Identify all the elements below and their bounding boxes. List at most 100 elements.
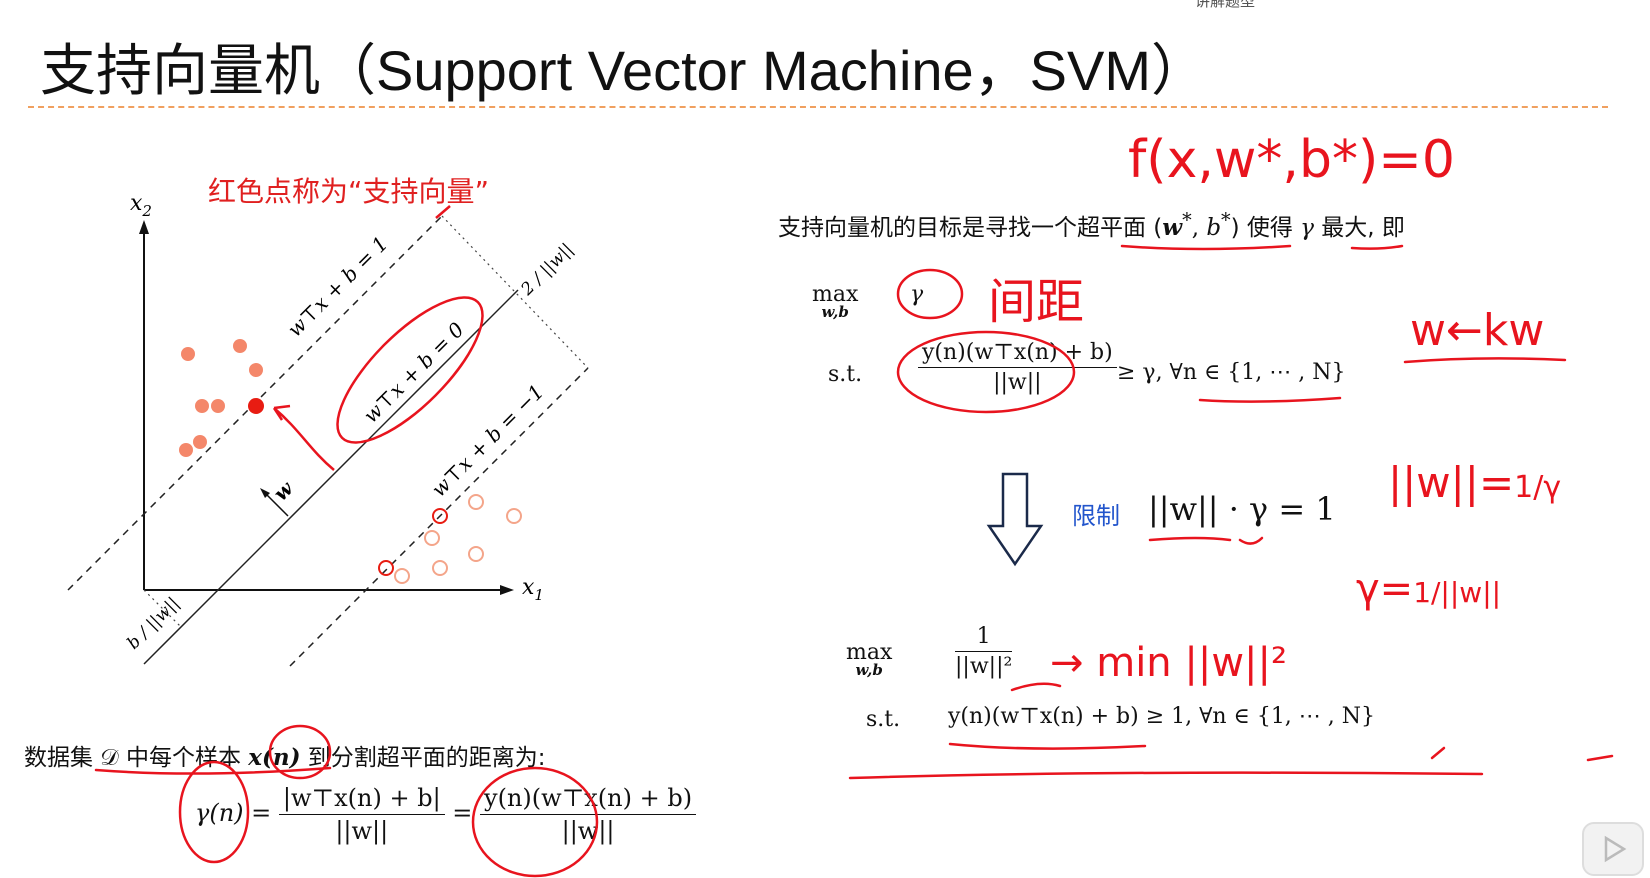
handwritten-gamma-lhs: γ= (1356, 566, 1414, 612)
y-axis-arrow (139, 220, 149, 234)
max-label: max (812, 282, 859, 307)
play-button[interactable] (1582, 822, 1644, 876)
frac-a-numerator: |w⊤x(n) + b| (278, 784, 445, 815)
constraint-1-numerator: y(n)(w⊤x(n) + b) (918, 340, 1117, 368)
margin-line-minus (289, 367, 589, 667)
negative-point (506, 508, 522, 524)
positive-point (179, 443, 193, 457)
play-icon (1604, 835, 1627, 863)
handwritten-min-note: → min ||w||² (1050, 640, 1288, 686)
positive-point (193, 435, 207, 449)
goal-statement: 支持向量机的目标是寻找一个超平面 (w*, b*) 使得 γ 最大, 即 (778, 208, 1405, 242)
constraint-circle-annotation (896, 330, 1076, 414)
distance-text-a: 数据集 𝒟 中每个样本 (24, 745, 249, 771)
gamma-circle (178, 760, 250, 864)
constraint-2: y(n)(w⊤x(n) + b) ≥ 1, ∀n ∈ {1, ⋯ , N} (948, 704, 1376, 729)
tick-annotation (435, 205, 451, 219)
margin-bracket (441, 215, 589, 369)
negative-point (394, 568, 410, 584)
objective-2-numerator: 1 (955, 624, 1013, 652)
y-axis-label: x2 (130, 191, 152, 220)
support-vector-positive (248, 398, 264, 414)
constraint-1-fraction: y(n)(w⊤x(n) + b) ||w|| (918, 340, 1117, 395)
underline-obj2 (1010, 682, 1062, 692)
support-vector-negative (378, 560, 394, 576)
normal-vector (263, 491, 289, 517)
underline-wnorm (1148, 536, 1232, 542)
title-divider (28, 106, 1608, 108)
handwritten-w-norm-lhs: ||w||= (1388, 458, 1515, 507)
negative-point (468, 546, 484, 562)
frac-b-denominator: ||w|| (561, 817, 615, 845)
arrow-annotation (272, 404, 335, 471)
handwritten-gamma-frac: 1/||w|| (1413, 576, 1502, 609)
tick-right (1430, 746, 1446, 760)
underline-cons2 (948, 742, 1147, 750)
handwritten-scaling-note: w←kw (1410, 305, 1545, 356)
down-arrow-icon (986, 472, 1044, 567)
underline-long (848, 771, 1484, 780)
goal-w: w (1162, 214, 1183, 241)
underline-goal (1120, 244, 1292, 251)
goal-wstar: * (1182, 208, 1192, 232)
x-axis-arrow (500, 585, 514, 595)
handwritten-w-norm-frac: 1/γ (1514, 470, 1562, 505)
positive-point (181, 347, 195, 361)
underline-gamma (1350, 244, 1404, 250)
goal-text-a: 支持向量机的目标是寻找一个超平面 ( (778, 215, 1163, 241)
positive-point (249, 363, 263, 377)
negative-point (424, 530, 440, 546)
handwritten-margin-note: 间距 (988, 274, 1085, 330)
svm-diagram: x2 x1 w⊤x + b = 1 w⊤x + b = 0 w⊤x + b = … (67, 191, 589, 667)
max-sub-2: w,b (855, 661, 883, 679)
frac-a-denominator: ||w|| (335, 817, 389, 845)
handwritten-w-norm: ||w||=1/γ (1388, 458, 1561, 507)
positive-point (233, 339, 247, 353)
handwritten-hyperplane-eq: f(x,w*,b*)=0 (1128, 130, 1455, 190)
underline-wkw (1403, 357, 1567, 364)
st-label-1: s.t. (828, 362, 863, 387)
underline-gamma-2 (1238, 536, 1264, 545)
handwritten-gamma: γ=1/||w|| (1356, 566, 1501, 612)
constraint-1-denominator: ||w|| (993, 370, 1042, 395)
top-caption: 讲解题型 (1195, 0, 1256, 10)
goal-text-b: ) 使得 (1230, 215, 1293, 241)
circle-annotation (336, 296, 484, 444)
distance-statement: 数据集 𝒟 中每个样本 x(n) 到分割超平面的距离为: (24, 738, 546, 772)
objective-gamma: γ (910, 282, 924, 307)
fraction-circle (471, 766, 599, 878)
objective-2-denominator: ||w||² (955, 654, 1013, 679)
support-vector-note: 红色点称为“支持向量” (208, 175, 490, 208)
gamma-lhs: γ(n) (195, 799, 244, 827)
max-label-2: max (846, 640, 893, 665)
gamma-circle-annotation (896, 268, 964, 320)
x-axis-label: x1 (522, 575, 544, 604)
positive-points (179, 339, 263, 457)
decision-boundary (143, 289, 519, 665)
normal-vector-arrow (260, 488, 270, 498)
max-sub: w,b (821, 303, 849, 321)
positive-point (211, 399, 225, 413)
goal-comma: , (1191, 215, 1207, 241)
restriction-equation: ||w|| · γ = 1 (1148, 490, 1336, 528)
dash-right (1586, 754, 1614, 762)
slide-title: 支持向量机（Support Vector Machine，SVM） (40, 39, 1208, 102)
negative-points (394, 494, 522, 584)
offset-bracket (143, 589, 181, 627)
goal-bstar: * (1221, 208, 1231, 232)
negative-point (432, 560, 448, 576)
distance-text-b: 到分割超平面的距离为: (300, 745, 546, 771)
restriction-label: 限制 (1072, 502, 1120, 530)
negative-point (468, 494, 484, 510)
goal-gamma: γ (1300, 215, 1314, 241)
constraint-1-tail: ≥ γ, ∀n ∈ {1, ⋯ , N} (1117, 360, 1346, 385)
max-operator-1: max w,b (812, 282, 858, 321)
frac-b-numerator: y(n)(w⊤x(n) + b) (480, 784, 697, 815)
underline-set (1198, 396, 1342, 403)
support-vector-negative (432, 508, 448, 524)
goal-b: b (1206, 215, 1222, 241)
positive-point (195, 399, 209, 413)
goal-text-c: 最大, 即 (1321, 215, 1405, 241)
distance-formula: γ(n) = |w⊤x(n) + b| ||w|| = y(n)(w⊤x(n) … (195, 784, 697, 845)
